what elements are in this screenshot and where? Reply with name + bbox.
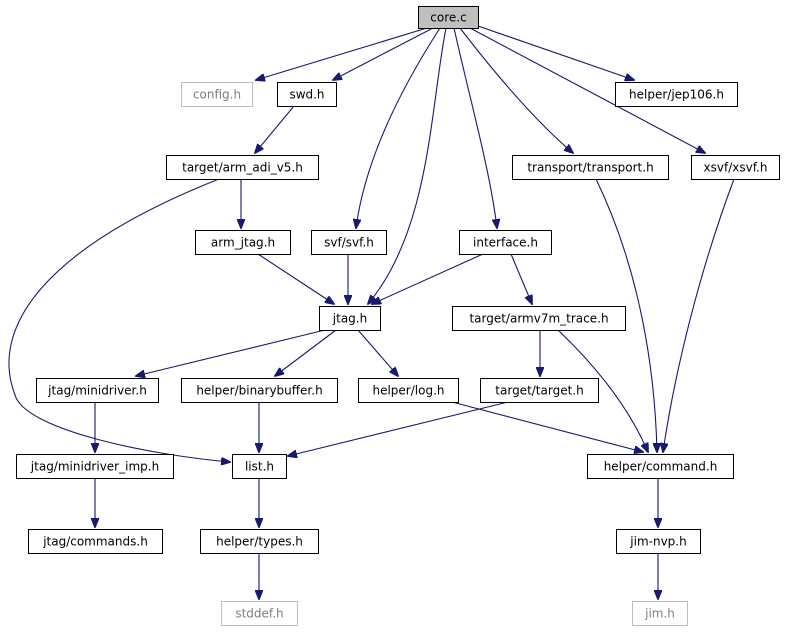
edge-core-c-to-helper-jep106-h <box>477 25 634 80</box>
node-transport-transport-h[interactable]: transport/transport.h <box>512 155 669 180</box>
edge-core-c-to-transport-transport-h <box>459 27 573 153</box>
edge-swd-h-to-target-arm-adi-v5-h <box>255 105 295 153</box>
node-jim-nvp-h[interactable]: jim-nvp.h <box>616 529 701 554</box>
node-xsvf-xsvf-h-label: xsvf/xsvf.h <box>704 161 768 175</box>
node-list-h-label: list.h <box>245 460 274 474</box>
node-helper-command-h-box <box>587 454 734 479</box>
edge-target-target-h-to-list-h <box>288 401 509 456</box>
node-stddef-h-label: stddef.h <box>235 607 283 621</box>
edge-core-c-to-interface-h <box>453 27 497 228</box>
edge-core-c-to-swd-h <box>333 27 434 80</box>
node-target-target-h-box <box>480 378 599 403</box>
edge-arm-jtag-h-to-jtag-h <box>257 253 334 304</box>
node-jtag-minidriver-imp-h-label: jtag/minidriver_imp.h <box>30 460 159 474</box>
node-jim-h-box <box>632 601 688 626</box>
node-helper-jep106-h-label: helper/jep106.h <box>629 88 724 102</box>
node-arm-jtag-h-label: arm_jtag.h <box>211 236 275 250</box>
node-jim-nvp-h-box <box>616 529 701 554</box>
node-target-armv7m-trace-h[interactable]: target/armv7m_trace.h <box>452 306 626 331</box>
node-helper-binarybuffer-h-label: helper/binarybuffer.h <box>196 384 322 398</box>
node-arm-jtag-h[interactable]: arm_jtag.h <box>195 230 291 255</box>
node-config-h: config.h <box>181 82 253 107</box>
node-target-target-h-label: target/target.h <box>495 384 583 398</box>
edge-core-c-to-svf-svf-h <box>356 27 441 228</box>
node-jtag-minidriver-imp-h-box <box>16 454 174 479</box>
node-svf-svf-h-label: svf/svf.h <box>324 236 374 250</box>
node-xsvf-xsvf-h-box <box>691 155 780 180</box>
node-stddef-h-box <box>221 601 298 626</box>
node-jtag-h[interactable]: jtag.h <box>319 306 381 331</box>
node-swd-h[interactable]: swd.h <box>277 82 337 107</box>
edge-jtag-h-to-helper-log-h <box>357 329 398 376</box>
node-helper-types-h-label: helper/types.h <box>216 535 303 549</box>
node-helper-log-h-label: helper/log.h <box>372 384 444 398</box>
node-jtag-minidriver-h-label: jtag/minidriver.h <box>47 384 147 398</box>
node-helper-log-h-box <box>358 378 459 403</box>
node-interface-h-box <box>459 230 552 255</box>
edge-interface-h-to-jtag-h <box>372 253 484 304</box>
node-helper-binarybuffer-h-box <box>181 378 338 403</box>
edge-interface-h-to-target-armv7m-trace-h <box>510 253 532 304</box>
node-jtag-commands-h[interactable]: jtag/commands.h <box>28 529 163 554</box>
edge-jtag-h-to-helper-binarybuffer-h <box>275 329 337 376</box>
node-jtag-minidriver-h-box <box>36 378 159 403</box>
node-helper-types-h[interactable]: helper/types.h <box>200 529 319 554</box>
node-svf-svf-h-box <box>311 230 387 255</box>
edge-core-c-to-jtag-h <box>368 27 447 304</box>
node-helper-binarybuffer-h[interactable]: helper/binarybuffer.h <box>181 378 338 403</box>
node-helper-jep106-h-box <box>615 82 738 107</box>
node-config-h-box <box>181 82 253 107</box>
node-helper-command-h[interactable]: helper/command.h <box>587 454 734 479</box>
node-swd-h-box <box>277 82 337 107</box>
node-target-armv7m-trace-h-box <box>452 306 626 331</box>
node-core-c-box <box>418 6 479 29</box>
node-jtag-minidriver-imp-h[interactable]: jtag/minidriver_imp.h <box>16 454 174 479</box>
node-list-h[interactable]: list.h <box>232 454 287 479</box>
edge-core-c-to-xsvf-xsvf-h <box>469 27 705 153</box>
node-core-c-label: core.c <box>430 11 466 25</box>
node-target-arm-adi-v5-h[interactable]: target/arm_adi_v5.h <box>166 155 319 180</box>
node-jtag-minidriver-h[interactable]: jtag/minidriver.h <box>36 378 159 403</box>
node-jtag-h-box <box>319 306 381 331</box>
edge-helper-log-h-to-helper-command-h <box>451 401 643 452</box>
node-stddef-h: stddef.h <box>221 601 298 626</box>
node-swd-h-label: swd.h <box>289 88 324 102</box>
edge-xsvf-xsvf-h-to-helper-command-h <box>663 178 735 452</box>
edge-jtag-h-to-jtag-minidriver-h <box>136 329 326 376</box>
node-jtag-commands-h-label: jtag/commands.h <box>42 535 148 549</box>
node-jim-h-label: jim.h <box>644 607 675 621</box>
node-jtag-h-label: jtag.h <box>332 312 367 326</box>
node-target-target-h[interactable]: target/target.h <box>480 378 599 403</box>
node-config-h-label: config.h <box>193 88 241 102</box>
edge-core-c-to-config-h <box>256 27 428 80</box>
edge-target-arm-adi-v5-h-to-list-h <box>8 178 230 462</box>
node-helper-log-h[interactable]: helper/log.h <box>358 378 459 403</box>
node-target-arm-adi-v5-h-label: target/arm_adi_v5.h <box>182 161 303 175</box>
node-interface-h-label: interface.h <box>473 236 538 250</box>
node-interface-h[interactable]: interface.h <box>459 230 552 255</box>
node-helper-types-h-box <box>200 529 319 554</box>
node-svf-svf-h[interactable]: svf/svf.h <box>311 230 387 255</box>
node-transport-transport-h-label: transport/transport.h <box>527 161 653 175</box>
node-jim-nvp-h-label: jim-nvp.h <box>629 535 686 549</box>
node-helper-command-h-label: helper/command.h <box>604 460 718 474</box>
node-jim-h: jim.h <box>632 601 688 626</box>
node-target-armv7m-trace-h-label: target/armv7m_trace.h <box>469 312 608 326</box>
node-helper-jep106-h[interactable]: helper/jep106.h <box>615 82 738 107</box>
edge-target-armv7m-trace-h-to-helper-command-h <box>557 329 648 452</box>
edge-transport-transport-h-to-helper-command-h <box>595 178 657 452</box>
node-list-h-box <box>232 454 287 479</box>
node-jtag-commands-h-box <box>28 529 163 554</box>
node-transport-transport-h-box <box>512 155 669 180</box>
node-target-arm-adi-v5-h-box <box>166 155 319 180</box>
node-xsvf-xsvf-h[interactable]: xsvf/xsvf.h <box>691 155 780 180</box>
node-core-c[interactable]: core.c <box>418 6 479 29</box>
node-arm-jtag-h-box <box>195 230 291 255</box>
